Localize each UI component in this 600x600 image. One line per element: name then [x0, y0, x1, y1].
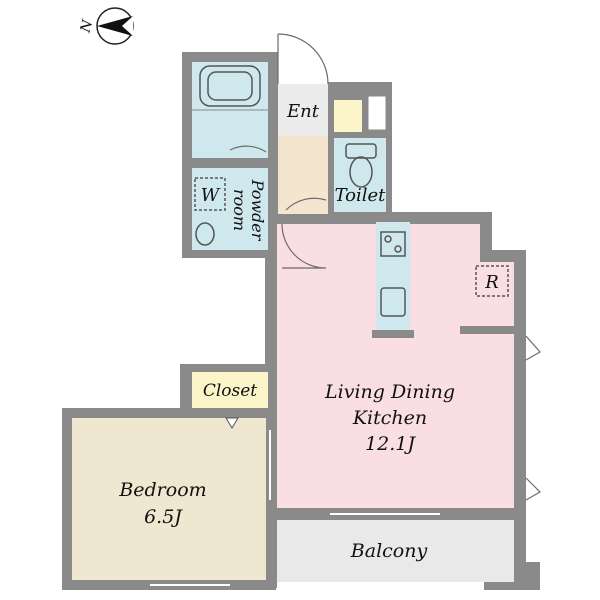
toilet-tank-icon — [345, 143, 377, 159]
storage-niche — [367, 95, 387, 131]
powder-room-label-line1: Powder — [248, 179, 267, 242]
bathroom-door-swing — [229, 145, 267, 153]
ldk-size: 12.1J — [365, 433, 416, 455]
toilet-label: Toilet — [335, 185, 387, 206]
hall-area — [278, 136, 328, 214]
room-fills — [72, 62, 516, 582]
ldk-door-swing — [281, 223, 327, 269]
powder-room-label-line2: room — [230, 189, 249, 231]
stove-icon — [380, 231, 406, 257]
entrance-door-swing — [277, 33, 329, 85]
room-labels: Ent Toilet W Powder room R Living Dining… — [118, 101, 498, 562]
fridge-box — [475, 265, 509, 297]
hall-door-swing — [285, 197, 327, 211]
compass-north-label: N — [77, 18, 96, 36]
closet-label: Closet — [203, 381, 257, 401]
wall-balcony-east — [514, 508, 526, 590]
wall-fridge-west — [480, 212, 492, 262]
bedroom-label: Bedroom — [118, 479, 206, 501]
sink-icon — [380, 287, 406, 317]
washer-label: W — [201, 185, 221, 206]
ent-label: Ent — [286, 101, 320, 122]
burner-1-icon — [384, 235, 392, 243]
ldk-label-line1: Living Dining — [324, 381, 455, 403]
bedroom-size: 6.5J — [144, 506, 183, 528]
ldk-area — [277, 224, 514, 508]
wall-ldk-east — [514, 250, 526, 522]
kitchen-counter-edge — [372, 330, 414, 338]
bathtub-icon — [199, 65, 261, 107]
fixtures — [192, 65, 509, 317]
closet-area — [192, 372, 268, 408]
closet-door-marker — [225, 417, 239, 429]
wall-bedroom-west — [62, 408, 72, 590]
toilet-bowl-icon — [349, 156, 373, 188]
balcony-area — [277, 520, 514, 582]
wall-bedroom-north — [62, 408, 276, 418]
window-east-2 — [525, 477, 541, 501]
bedroom-area — [72, 418, 266, 580]
compass: N — [77, 7, 134, 45]
fridge-label: R — [484, 272, 499, 293]
ldk-label-line2: Kitchen — [352, 407, 427, 429]
ldk-partition — [460, 326, 516, 334]
bathtub-inner — [207, 71, 253, 101]
window-east-1 — [525, 335, 541, 361]
doors — [150, 33, 541, 586]
compass-arrow-tail — [122, 16, 133, 36]
powder-room-area — [192, 168, 268, 250]
shoe-cabinet — [334, 100, 362, 132]
entrance-area — [278, 84, 328, 136]
toilet-area — [334, 138, 386, 212]
burner-2-icon — [394, 245, 402, 253]
balcony-label: Balcony — [350, 540, 428, 562]
compass-arrow-icon — [97, 16, 133, 36]
powder-room-label: Powder room — [230, 179, 267, 242]
washer-box — [194, 177, 226, 211]
basin-icon — [195, 222, 215, 246]
